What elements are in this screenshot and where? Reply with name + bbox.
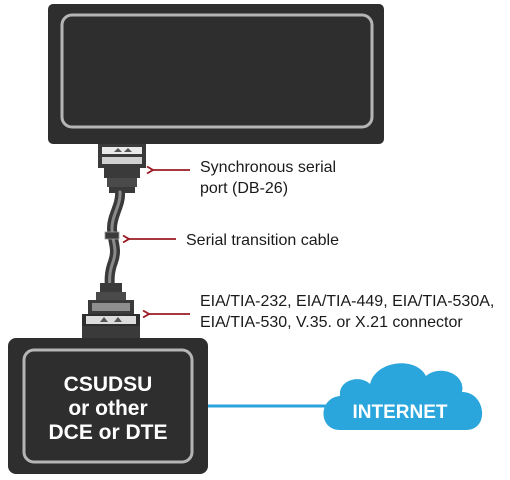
serial-port-label-line1: Synchronous serial — [200, 159, 336, 176]
connector-label-line2: EIA/TIA-530, V.35. or X.21 connector — [200, 314, 463, 331]
router-device — [48, 4, 384, 144]
transition-cable-label: Serial transition cable — [186, 232, 339, 249]
device-label-line1: CSUDSU — [64, 373, 153, 396]
internet-cloud-icon: INTERNET — [323, 363, 483, 430]
serial-port-label-line2: port (DB-26) — [200, 180, 288, 197]
serial-transition-cable — [104, 187, 126, 297]
device-label-line2: or other — [68, 397, 147, 420]
connector-label-line1: EIA/TIA-232, EIA/TIA-449, EIA/TIA-530A, — [200, 293, 494, 310]
internet-label: INTERNET — [353, 402, 448, 423]
serial-port-connector — [98, 144, 146, 193]
device-label-line3: DCE or DTE — [48, 421, 167, 444]
cable-end-connector — [82, 283, 140, 338]
csudsu-device: CSUDSU or other DCE or DTE — [8, 338, 208, 474]
